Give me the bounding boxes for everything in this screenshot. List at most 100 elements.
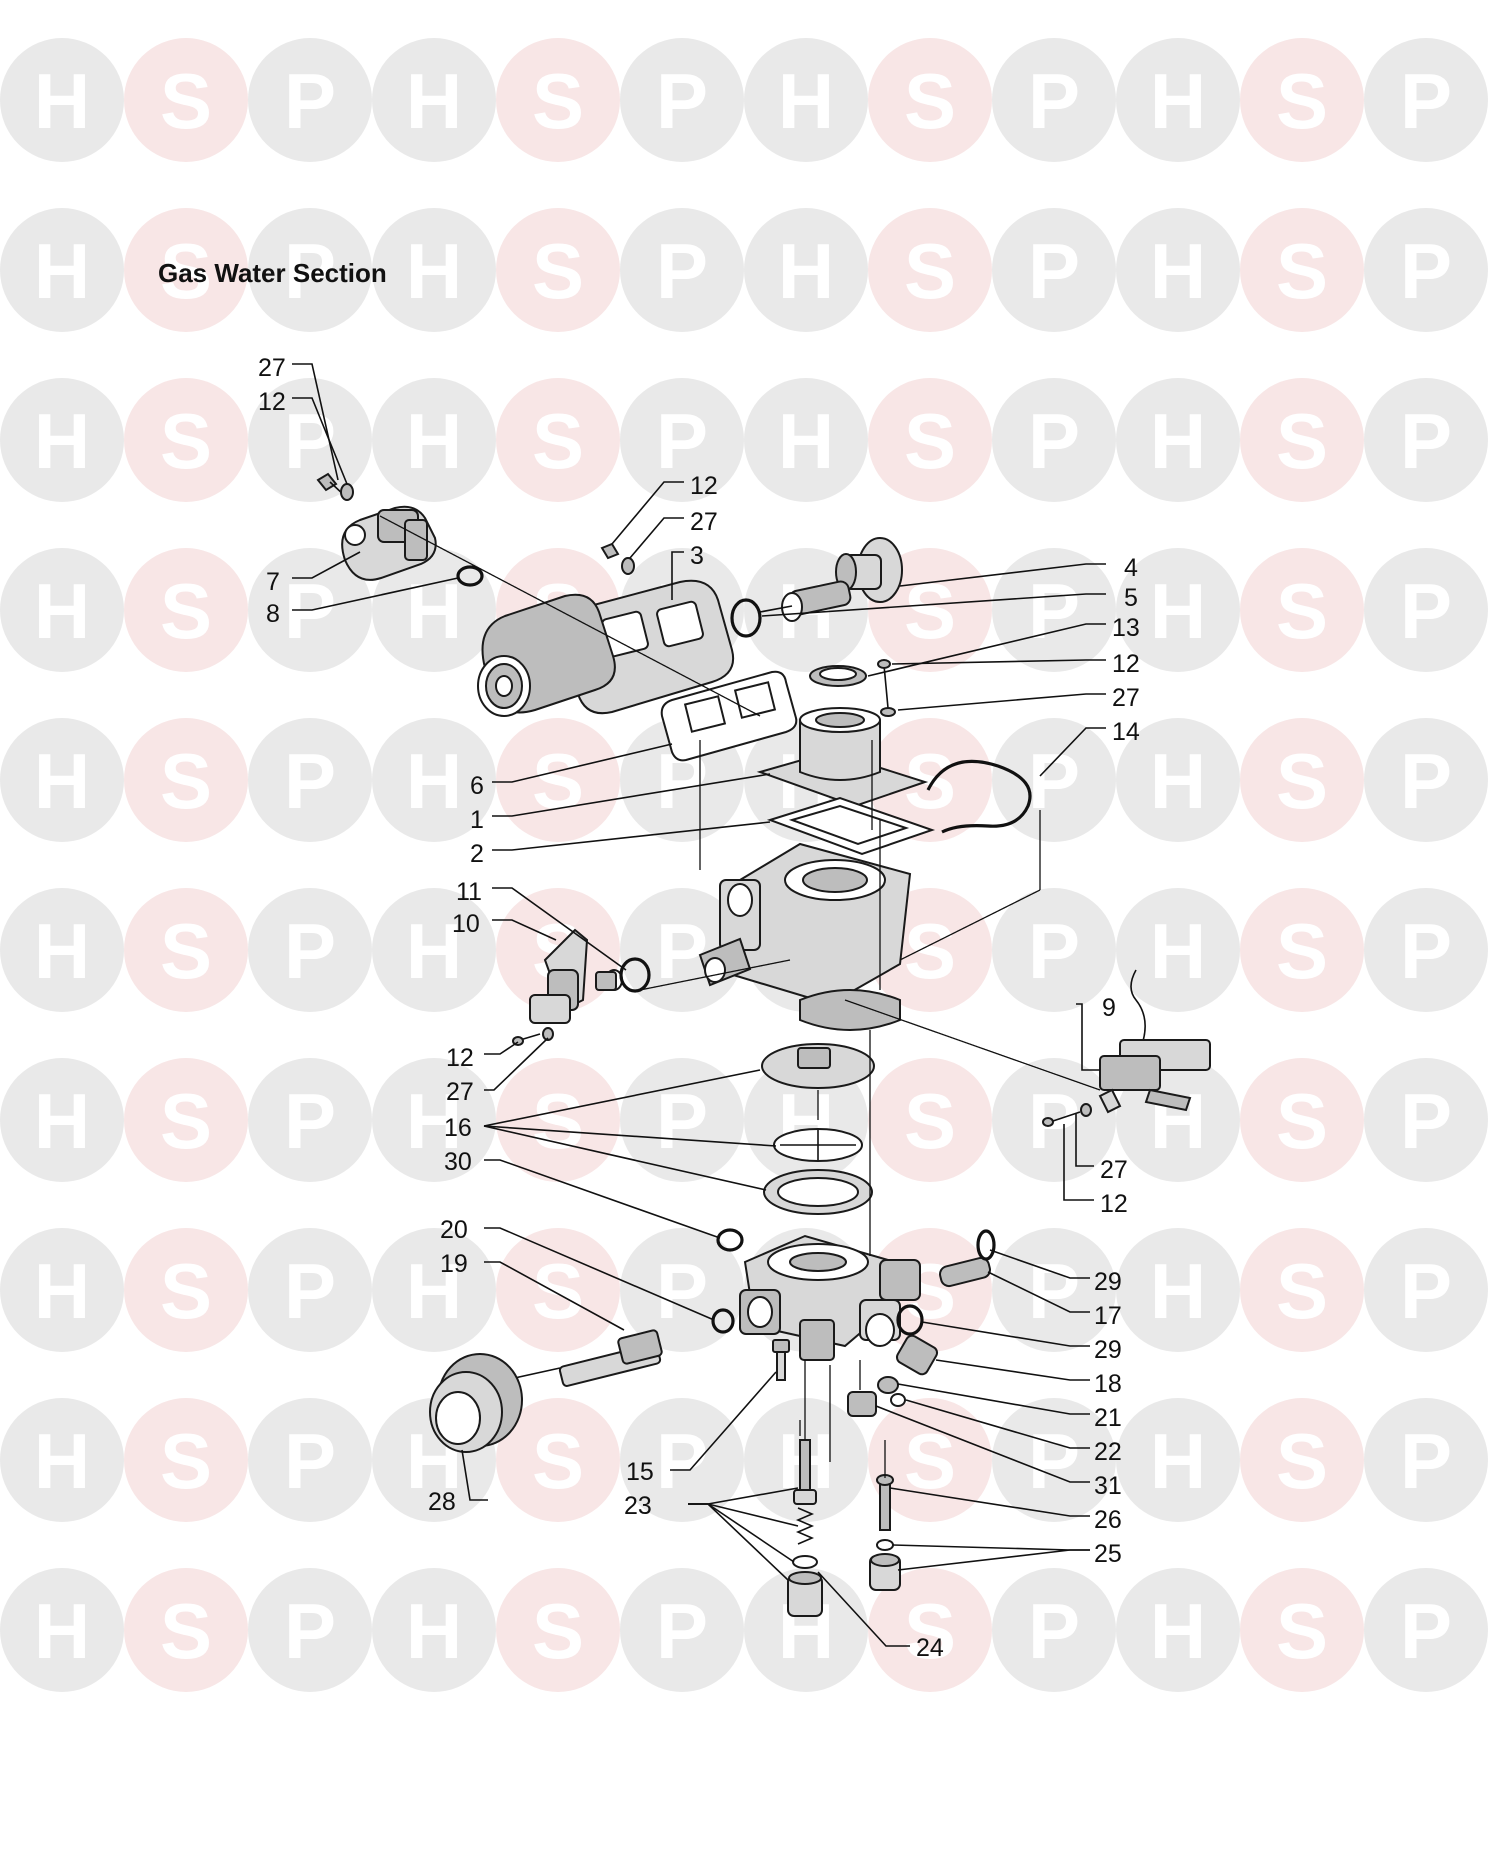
watermark-tile: P	[992, 378, 1116, 502]
part-10-valve-assembly	[529, 928, 623, 1024]
watermark-letter: S	[532, 227, 584, 315]
watermark-tile: S	[124, 378, 248, 502]
part-31-fitting	[847, 1391, 877, 1417]
watermark-tile: P	[620, 1398, 744, 1522]
watermark-tile: P	[1364, 718, 1488, 842]
watermark-tile: P	[992, 1398, 1116, 1522]
watermark-letter: H	[778, 227, 834, 315]
watermark-tile: H	[0, 548, 124, 672]
watermark-tile: P	[992, 38, 1116, 162]
watermark-letter: S	[904, 57, 956, 145]
watermark-letter: H	[1150, 1247, 1206, 1335]
part-18-union	[895, 1334, 939, 1376]
watermark-letter: P	[1400, 1077, 1452, 1165]
callout-31: 31	[1094, 1472, 1122, 1500]
watermark-tile: S	[496, 378, 620, 502]
screw-12-right	[877, 659, 891, 709]
watermark-letter: H	[34, 1417, 90, 1505]
watermark-letter: H	[34, 57, 90, 145]
watermark-tile: S	[1240, 1228, 1364, 1352]
watermark-letter: H	[1150, 397, 1206, 485]
watermark-tile: P	[248, 1228, 372, 1352]
watermark-tile: H	[0, 38, 124, 162]
watermark-tile: S	[868, 378, 992, 502]
watermark-tile: H	[1116, 38, 1240, 162]
part-21-nut	[877, 1376, 899, 1394]
watermark-tile: S	[1240, 1398, 1364, 1522]
watermark-tile: P	[1364, 38, 1488, 162]
washer-27-top	[621, 557, 635, 575]
watermark-letter: H	[778, 57, 834, 145]
watermark-tile: P	[248, 1058, 372, 1182]
screw-12-top	[600, 542, 620, 560]
watermark-letter: S	[532, 397, 584, 485]
watermark-tile: H	[0, 1058, 124, 1182]
watermark-letter: P	[1400, 397, 1452, 485]
part-15-screw	[772, 1339, 790, 1381]
watermark-letter: P	[1028, 227, 1080, 315]
watermark-letter: S	[1276, 907, 1328, 995]
callout-27: 27	[690, 508, 718, 536]
lower-gas-body	[739, 1234, 921, 1361]
callout-30: 30	[444, 1148, 472, 1176]
watermark-tile: S	[496, 38, 620, 162]
watermark-tile: S	[868, 1058, 992, 1182]
watermark-tile: H	[372, 548, 496, 672]
o-ring-11	[619, 957, 651, 993]
watermark-tile: H	[0, 1568, 124, 1692]
watermark-tile: S	[1240, 718, 1364, 842]
watermark-letter: H	[406, 227, 462, 315]
callout-27: 27	[258, 354, 286, 382]
watermark-letter: S	[160, 1417, 212, 1505]
watermark-tile: P	[1364, 378, 1488, 502]
assembly-guide-lines	[379, 515, 1101, 1478]
watermark-tile: P	[1364, 208, 1488, 332]
washer-27-switch	[1080, 1103, 1092, 1117]
watermark-tile: P	[248, 888, 372, 1012]
callout-1: 1	[470, 806, 484, 834]
watermark-tile: H	[0, 378, 124, 502]
watermark-tile: S	[496, 1568, 620, 1692]
watermark-tile: S	[1240, 1568, 1364, 1692]
part-23-injector-assembly	[787, 1439, 823, 1617]
callout-25: 25	[1094, 1540, 1122, 1568]
watermark-tile: P	[992, 208, 1116, 332]
watermark-letter: H	[406, 737, 462, 825]
watermark-letter: H	[406, 567, 462, 655]
watermark-letter: P	[1028, 737, 1080, 825]
callout-labels: 27 12 7 8 12 27 3 4 5 13 12 27 14 6 1 2 …	[258, 354, 1140, 1662]
callout-22: 22	[1094, 1438, 1122, 1466]
watermark-tile: H	[1116, 1398, 1240, 1522]
watermark-letter: P	[1400, 1587, 1452, 1675]
watermark-tile: S	[868, 1568, 992, 1692]
part-26-pin	[876, 1474, 894, 1531]
watermark-letter: H	[1150, 907, 1206, 995]
watermark-tile: P	[1364, 1058, 1488, 1182]
watermark-letter: S	[1276, 1247, 1328, 1335]
callout-27: 27	[1100, 1156, 1128, 1184]
watermark-letter: S	[1276, 1417, 1328, 1505]
watermark-tile: S	[496, 718, 620, 842]
watermark-tile: H	[372, 1058, 496, 1182]
watermark-letter: H	[34, 1247, 90, 1335]
watermark-tile: H	[1116, 378, 1240, 502]
part-13-ring	[809, 665, 867, 687]
watermark-letter: S	[904, 1077, 956, 1165]
part-17-nipple	[939, 1256, 991, 1288]
callout-9: 9	[1102, 994, 1116, 1022]
watermark-letter: S	[1276, 397, 1328, 485]
callout-12: 12	[690, 472, 718, 500]
watermark-letter: S	[1276, 737, 1328, 825]
watermark-tile: H	[1116, 1228, 1240, 1352]
watermark-tile: P	[620, 1568, 744, 1692]
callout-11: 11	[456, 878, 482, 906]
callout-28: 28	[428, 1488, 456, 1516]
watermark-letter: P	[1028, 567, 1080, 655]
callout-16: 16	[444, 1114, 472, 1142]
callout-3: 3	[690, 542, 704, 570]
watermark-tile: H	[1116, 548, 1240, 672]
watermark-tile: H	[744, 38, 868, 162]
washer-27-right	[880, 707, 896, 717]
watermark-tile: P	[992, 548, 1116, 672]
